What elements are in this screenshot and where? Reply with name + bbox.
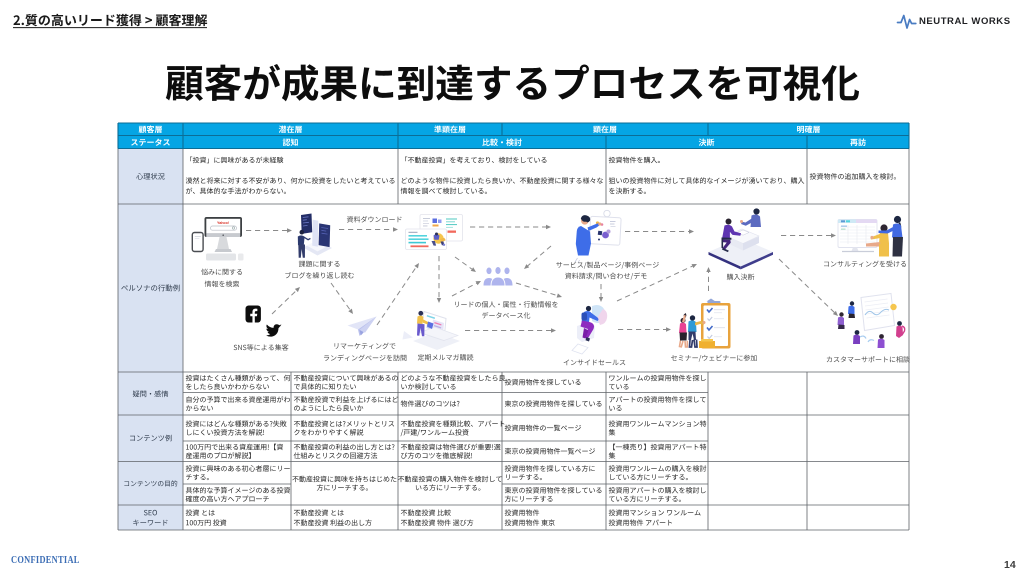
svg-text:Yahoo!: Yahoo! (217, 221, 229, 225)
